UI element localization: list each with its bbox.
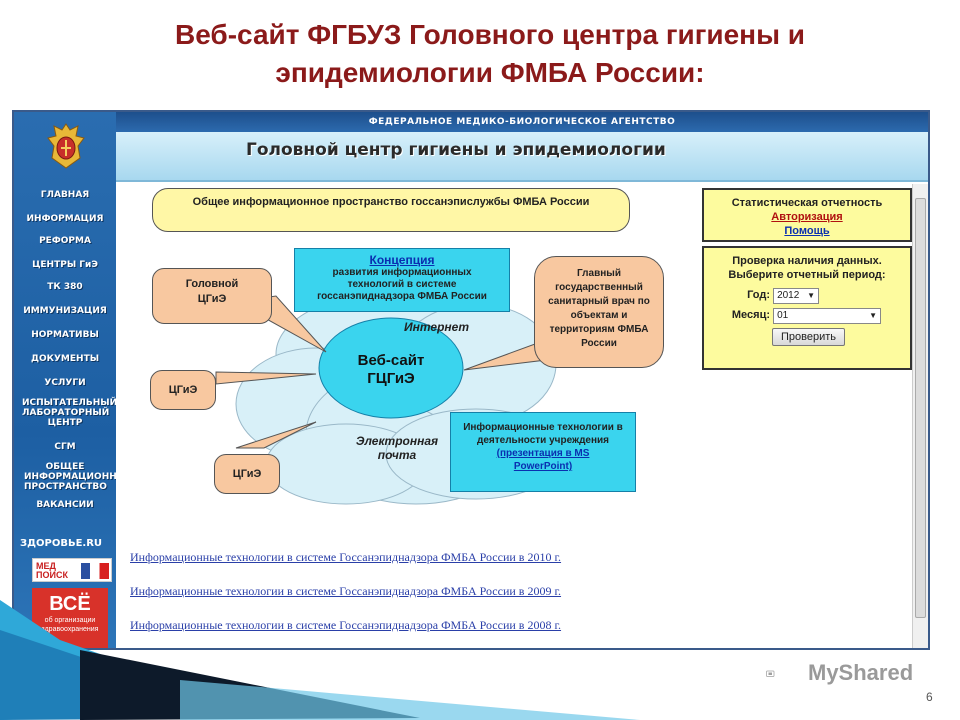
help-link[interactable]: Помощь <box>784 225 830 237</box>
zdorovie-badge[interactable]: ЗДОРОВЬЕ.RU <box>20 538 103 549</box>
email-label: Электронная почта <box>355 434 439 462</box>
diagram-header-box: Общее информационное пространство госсан… <box>152 188 630 232</box>
nav-item-vacancies[interactable]: ВАКАНСИИ <box>36 500 94 510</box>
it-2009-link[interactable]: Информационные технологии в системе Госс… <box>130 584 562 598</box>
nav-item-info-space[interactable]: ОБЩЕЕ ИНФОРМАЦИОННОЕ ПРОСТРАНСТВО <box>24 462 131 492</box>
vse-big-label: ВСЁ <box>49 593 91 615</box>
stats-report-title: Статистическая отчетность <box>731 197 883 209</box>
main-content: Общее информационное пространство госсан… <box>116 184 912 648</box>
it-2010-link[interactable]: Информационные технологии в системе Госс… <box>130 550 562 564</box>
nav-item-documents[interactable]: ДОКУМЕНТЫ <box>30 354 100 364</box>
myshared-logo-icon <box>766 670 775 677</box>
medpoisk-badge[interactable]: МЕД ПОИСК <box>32 558 112 582</box>
vse-badge[interactable]: ВСЁ об организации здравоохранения <box>32 588 108 648</box>
vse-small-label: об организации здравоохранения <box>41 617 99 633</box>
slide-title: Веб-сайт ФГБУЗ Головного центра гигиены … <box>60 16 920 92</box>
data-check-title: Проверка наличия данных. Выберите отчетн… <box>728 255 886 281</box>
site-header-title: Головной центр гигиены и эпидемиологии <box>246 140 666 160</box>
nav-item-sgm[interactable]: СГМ <box>54 442 76 452</box>
slide-title-line-1: Веб-сайт ФГБУЗ Головного центра гигиены … <box>175 19 805 50</box>
nav-item-test-lab[interactable]: ИСПЫТАТЕЛЬНЫЙ ЛАБОРАТОРНЫЙ ЦЕНТР <box>22 398 118 428</box>
check-button-row: Проверить <box>704 328 910 346</box>
concept-link[interactable]: Концепция <box>369 253 435 267</box>
website-screenshot: ГЛАВНАЯ ИНФОРМАЦИЯ РЕФОРМА ЦЕНТРЫ ГиЭ ТК… <box>12 110 930 650</box>
website-label: Веб-сайт ГЦГиЭ <box>357 352 425 387</box>
website-ellipse <box>318 317 464 419</box>
nav-item-main[interactable]: ГЛАВНАЯ <box>40 190 90 200</box>
year-label: Год: <box>747 289 770 301</box>
it-2008-link[interactable]: Информационные технологии в системе Госс… <box>130 618 562 632</box>
scrollbar-thumb[interactable] <box>915 198 926 618</box>
it-presentation-link[interactable]: (презентация в MS PowerPoint) <box>496 448 590 472</box>
nav-item-information[interactable]: ИНФОРМАЦИЯ <box>26 214 104 224</box>
nav-item-reform[interactable]: РЕФОРМА <box>39 236 91 246</box>
page-number: 6 <box>926 690 933 704</box>
nav-item-standards[interactable]: НОРМАТИВЫ <box>31 330 99 340</box>
cgie-bubble-2: ЦГиЭ <box>214 454 280 494</box>
agency-strip: ФЕДЕРАЛЬНОЕ МЕДИКО-БИОЛОГИЧЕСКОЕ АГЕНТСТ… <box>116 112 928 132</box>
nav-item-services[interactable]: УСЛУГИ <box>44 378 86 388</box>
slide-title-line-2: эпидемиологии ФМБА России: <box>275 57 705 88</box>
chevron-down-icon: ▼ <box>807 291 816 300</box>
auth-link[interactable]: Авторизация <box>771 211 843 223</box>
chief-doctor-bubble: Главный государственный санитарный врач … <box>534 256 664 368</box>
myshared-watermark: MyShared <box>808 660 914 685</box>
data-check-panel: Проверка наличия данных. Выберите отчетн… <box>702 246 912 370</box>
year-value: 2012 <box>777 290 800 301</box>
concept-text: развития информационных технологий в сис… <box>317 267 487 302</box>
it-box: Информационные технологии в деятельности… <box>450 412 636 492</box>
nav-item-immunization[interactable]: ИММУНИЗАЦИЯ <box>23 306 107 316</box>
month-row: Месяц: 01 ▼ <box>704 308 910 324</box>
nav-item-centers[interactable]: ЦЕНТРЫ ГиЭ <box>32 260 98 270</box>
check-button[interactable]: Проверить <box>772 328 846 346</box>
concept-box: Концепция развития информационных технол… <box>294 248 510 312</box>
chevron-down-icon: ▼ <box>869 311 878 320</box>
coat-of-arms-icon <box>47 123 85 169</box>
year-row: Год: 2012 ▼ <box>704 288 910 304</box>
medpoisk-label: МЕД ПОИСК <box>36 561 68 580</box>
site-header: Головной центр гигиены и эпидемиологии <box>116 132 928 182</box>
rating-bars-icon <box>81 563 109 579</box>
callout-tail-cgie-2 <box>235 421 317 449</box>
it-text: Информационные технологии в деятельности… <box>463 422 623 446</box>
internet-label: Интернет <box>404 320 469 334</box>
vertical-scrollbar[interactable] <box>912 184 928 648</box>
month-select[interactable]: 01 ▼ <box>773 308 882 324</box>
year-select[interactable]: 2012 ▼ <box>773 288 820 304</box>
nav-item-tk380[interactable]: ТК 380 <box>47 282 83 292</box>
cgie-bubble-1: ЦГиЭ <box>150 370 216 410</box>
callout-tail-cgie-1 <box>215 371 317 385</box>
month-value: 01 <box>777 310 789 321</box>
month-label: Месяц: <box>731 309 770 321</box>
left-navigation-bar: ГЛАВНАЯ ИНФОРМАЦИЯ РЕФОРМА ЦЕНТРЫ ГиЭ ТК… <box>14 112 131 648</box>
stats-report-panel: Статистическая отчетность Авторизация По… <box>702 188 912 242</box>
head-cgie-bubble: Головной ЦГиЭ <box>152 268 272 324</box>
decorative-swoosh <box>0 600 640 720</box>
